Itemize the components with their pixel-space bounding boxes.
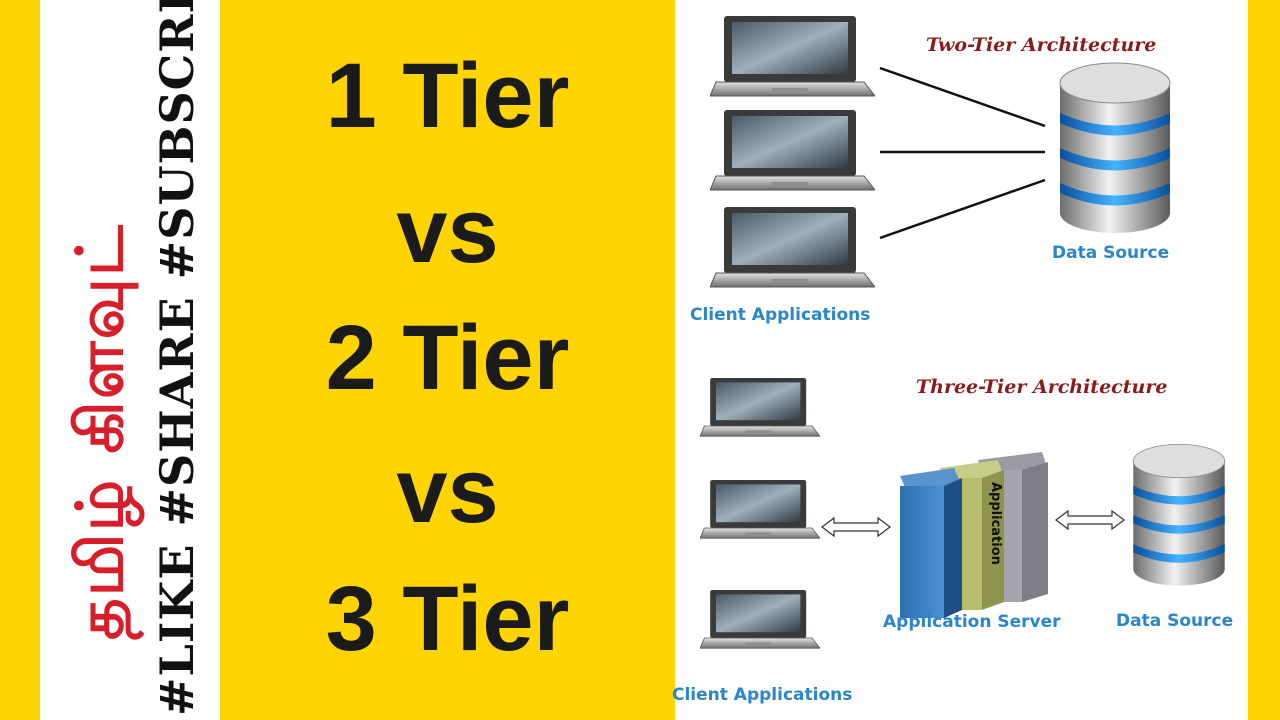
right-yellow-edge <box>1248 0 1280 720</box>
headline-2-tier: 2 Tier <box>325 307 570 409</box>
application-server-label: Application Server <box>883 612 1061 632</box>
arrow-server-database <box>1055 509 1125 531</box>
two-tier-clients-label: Client Applications <box>690 305 871 325</box>
left-yellow-strip <box>0 0 40 720</box>
three-tier-title: Three-Tier Architecture <box>916 376 1168 398</box>
application-server-box-text: Application <box>988 482 1003 565</box>
three-tier-clients-label: Client Applications <box>672 685 853 705</box>
headline-vs-1: vs <box>396 180 499 282</box>
headline-vs-2: vs <box>396 440 499 542</box>
left-white-strip <box>40 0 220 720</box>
headline-panel <box>220 0 675 720</box>
three-tier-database-icon <box>1132 443 1226 587</box>
arrow-clients-server <box>821 516 891 538</box>
two-tier-title: Two-Tier Architecture <box>926 34 1157 56</box>
three-tier-client-laptops <box>700 377 820 649</box>
headline-1-tier: 1 Tier <box>325 45 570 147</box>
three-tier-data-source-label: Data Source <box>1116 611 1234 631</box>
two-tier-connection-lines <box>879 66 1046 240</box>
headline-3-tier: 3 Tier <box>325 568 570 670</box>
two-tier-data-source-label: Data Source <box>1052 243 1170 263</box>
application-server-icon: Application <box>900 452 1048 618</box>
